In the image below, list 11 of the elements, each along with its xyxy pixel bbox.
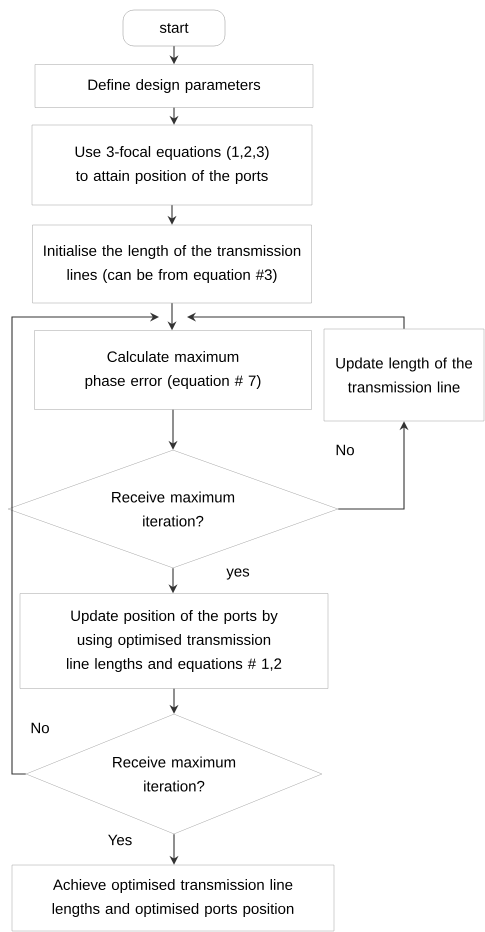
edge-label: Yes — [106, 834, 134, 846]
process-box: Initialise the length of the transmission lines (can be from equation #3) — [32, 224, 312, 304]
process-box: Update position of the ports by using optimised transmission line lengths and equations # 1,2 — [20, 593, 328, 689]
start-terminal: start — [122, 10, 226, 46]
edge-label: yes — [225, 567, 251, 581]
process-box: Calculate maximum phase error (equation # 7) — [34, 330, 312, 410]
process-box: Achieve optimised transmission line lengths and optimised ports position — [12, 864, 334, 932]
process-box: Update length of the transmission line — [324, 328, 484, 422]
edge-label: No — [29, 722, 51, 734]
process-box: Define design parameters — [34, 64, 314, 108]
process-box: Use 3-focal equations (1,2,3) to attain position of the ports — [32, 124, 312, 206]
